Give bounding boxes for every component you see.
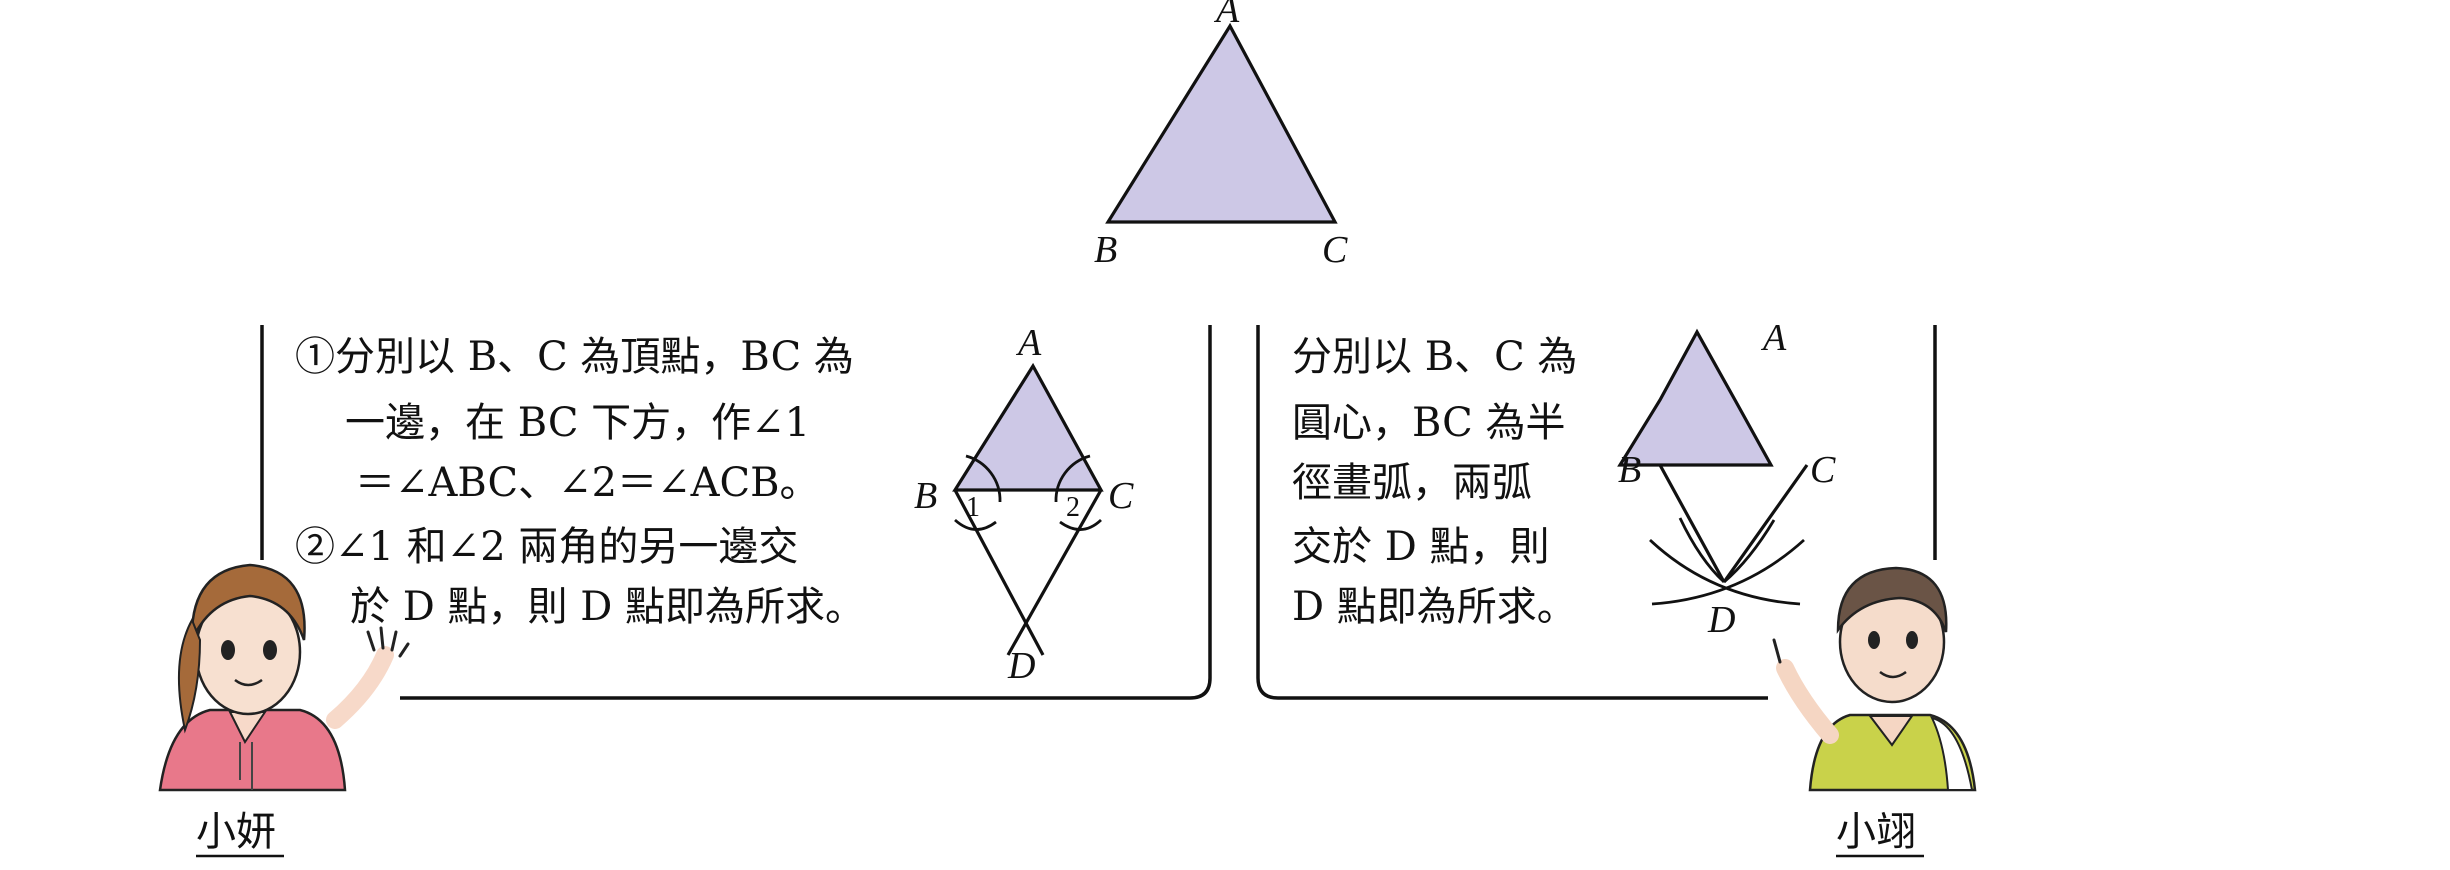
left-panel-frame	[260, 325, 1212, 700]
left-small-arc-1	[954, 518, 997, 531]
left-fig-label-a: A	[1015, 322, 1042, 364]
girl-smile	[234, 678, 263, 687]
top-label-a: A	[1213, 0, 1240, 31]
right-fig-label-c: C	[1810, 449, 1836, 491]
left-figure: A B C D 1 2	[914, 322, 1134, 687]
right-line-5: D 點即為所求。	[1292, 584, 1577, 630]
left-angle-arc-c	[1054, 454, 1091, 503]
boy-name: 小翊	[1836, 809, 1916, 855]
girl-character-illustration	[158, 563, 410, 792]
left-step2-line2: 於 D 點，則 D 點即為所求。	[350, 584, 865, 630]
right-arc-from-b	[1651, 538, 1805, 606]
left-panel-text: ①分別以 B、C 為頂點，BC 為 一邊，在 BC 下方，作∠1 ＝∠ABC、∠…	[295, 334, 865, 630]
left-step1-line3: ＝∠ABC、∠2＝∠ACB。	[355, 460, 820, 506]
right-fig-label-d: D	[1707, 599, 1735, 641]
left-fig-label-c: C	[1108, 475, 1134, 517]
girl-hair	[190, 563, 306, 641]
girl-eye-left	[221, 640, 235, 660]
left-fig-label-b: B	[914, 475, 937, 517]
girl-drawstrings	[239, 742, 253, 790]
right-line-bd	[1658, 464, 1726, 583]
left-fig-angle-1: 1	[966, 492, 980, 523]
right-figure: A B C D	[1617, 317, 1836, 641]
right-fig-label-a: A	[1760, 317, 1787, 359]
left-fig-angle-2: 2	[1066, 492, 1080, 523]
girl-eye-right	[263, 640, 277, 660]
right-line-2: 圓心，BC 為半	[1292, 400, 1565, 446]
right-arc-short-2	[1723, 519, 1776, 584]
top-triangle: A B C	[1094, 0, 1348, 271]
girl-name: 小妍	[196, 809, 276, 855]
right-panel-text: 分別以 B、C 為 圓心，BC 為半 徑畫弧，兩弧 交於 D 點，則 D 點即為…	[1292, 334, 1577, 630]
left-angle-arc-b	[965, 454, 1002, 503]
boy-smile	[1879, 670, 1907, 679]
boy-sleeve	[1930, 716, 1974, 791]
right-arc-short-1	[1678, 517, 1725, 584]
girl-arm	[326, 646, 394, 729]
left-small-arc-2	[1059, 518, 1102, 531]
left-fig-label-d: D	[1007, 645, 1035, 687]
boy-collar	[1867, 715, 1914, 747]
boy-character-illustration	[1772, 566, 1977, 792]
left-step1-line2: 一邊，在 BC 下方，作∠1	[345, 400, 810, 446]
girl-waving-hand	[366, 626, 410, 658]
right-panel-frame	[1256, 325, 1937, 700]
right-fig-label-b: B	[1618, 449, 1641, 491]
boy-eye-right	[1906, 631, 1918, 649]
boy-shirt	[1808, 713, 1977, 792]
left-figure-triangle	[952, 362, 1104, 492]
top-label-b: B	[1094, 229, 1117, 271]
boy-arm	[1776, 659, 1839, 744]
left-ray-b	[953, 489, 1045, 656]
girl-ponytail	[177, 617, 202, 734]
right-line-4: 交於 D 點，則	[1292, 524, 1550, 570]
left-step1-line1: ①分別以 B、C 為頂點，BC 為	[295, 334, 854, 380]
boy-pointing-finger	[1772, 638, 1782, 664]
right-figure-triangle	[1617, 328, 1774, 467]
boy-hair	[1836, 566, 1948, 634]
left-ray-c	[1006, 489, 1103, 656]
top-label-c: C	[1322, 229, 1348, 271]
right-line-1: 分別以 B、C 為	[1292, 334, 1577, 380]
top-triangle-shape	[1105, 22, 1338, 224]
right-line-3: 徑畫弧，兩弧	[1292, 460, 1532, 506]
right-arc-from-c	[1649, 538, 1801, 606]
left-step2-line1: ②∠1 和∠2 兩角的另一邊交	[295, 524, 798, 570]
right-line-cd	[1722, 464, 1809, 583]
boy-eye-left	[1868, 631, 1880, 649]
